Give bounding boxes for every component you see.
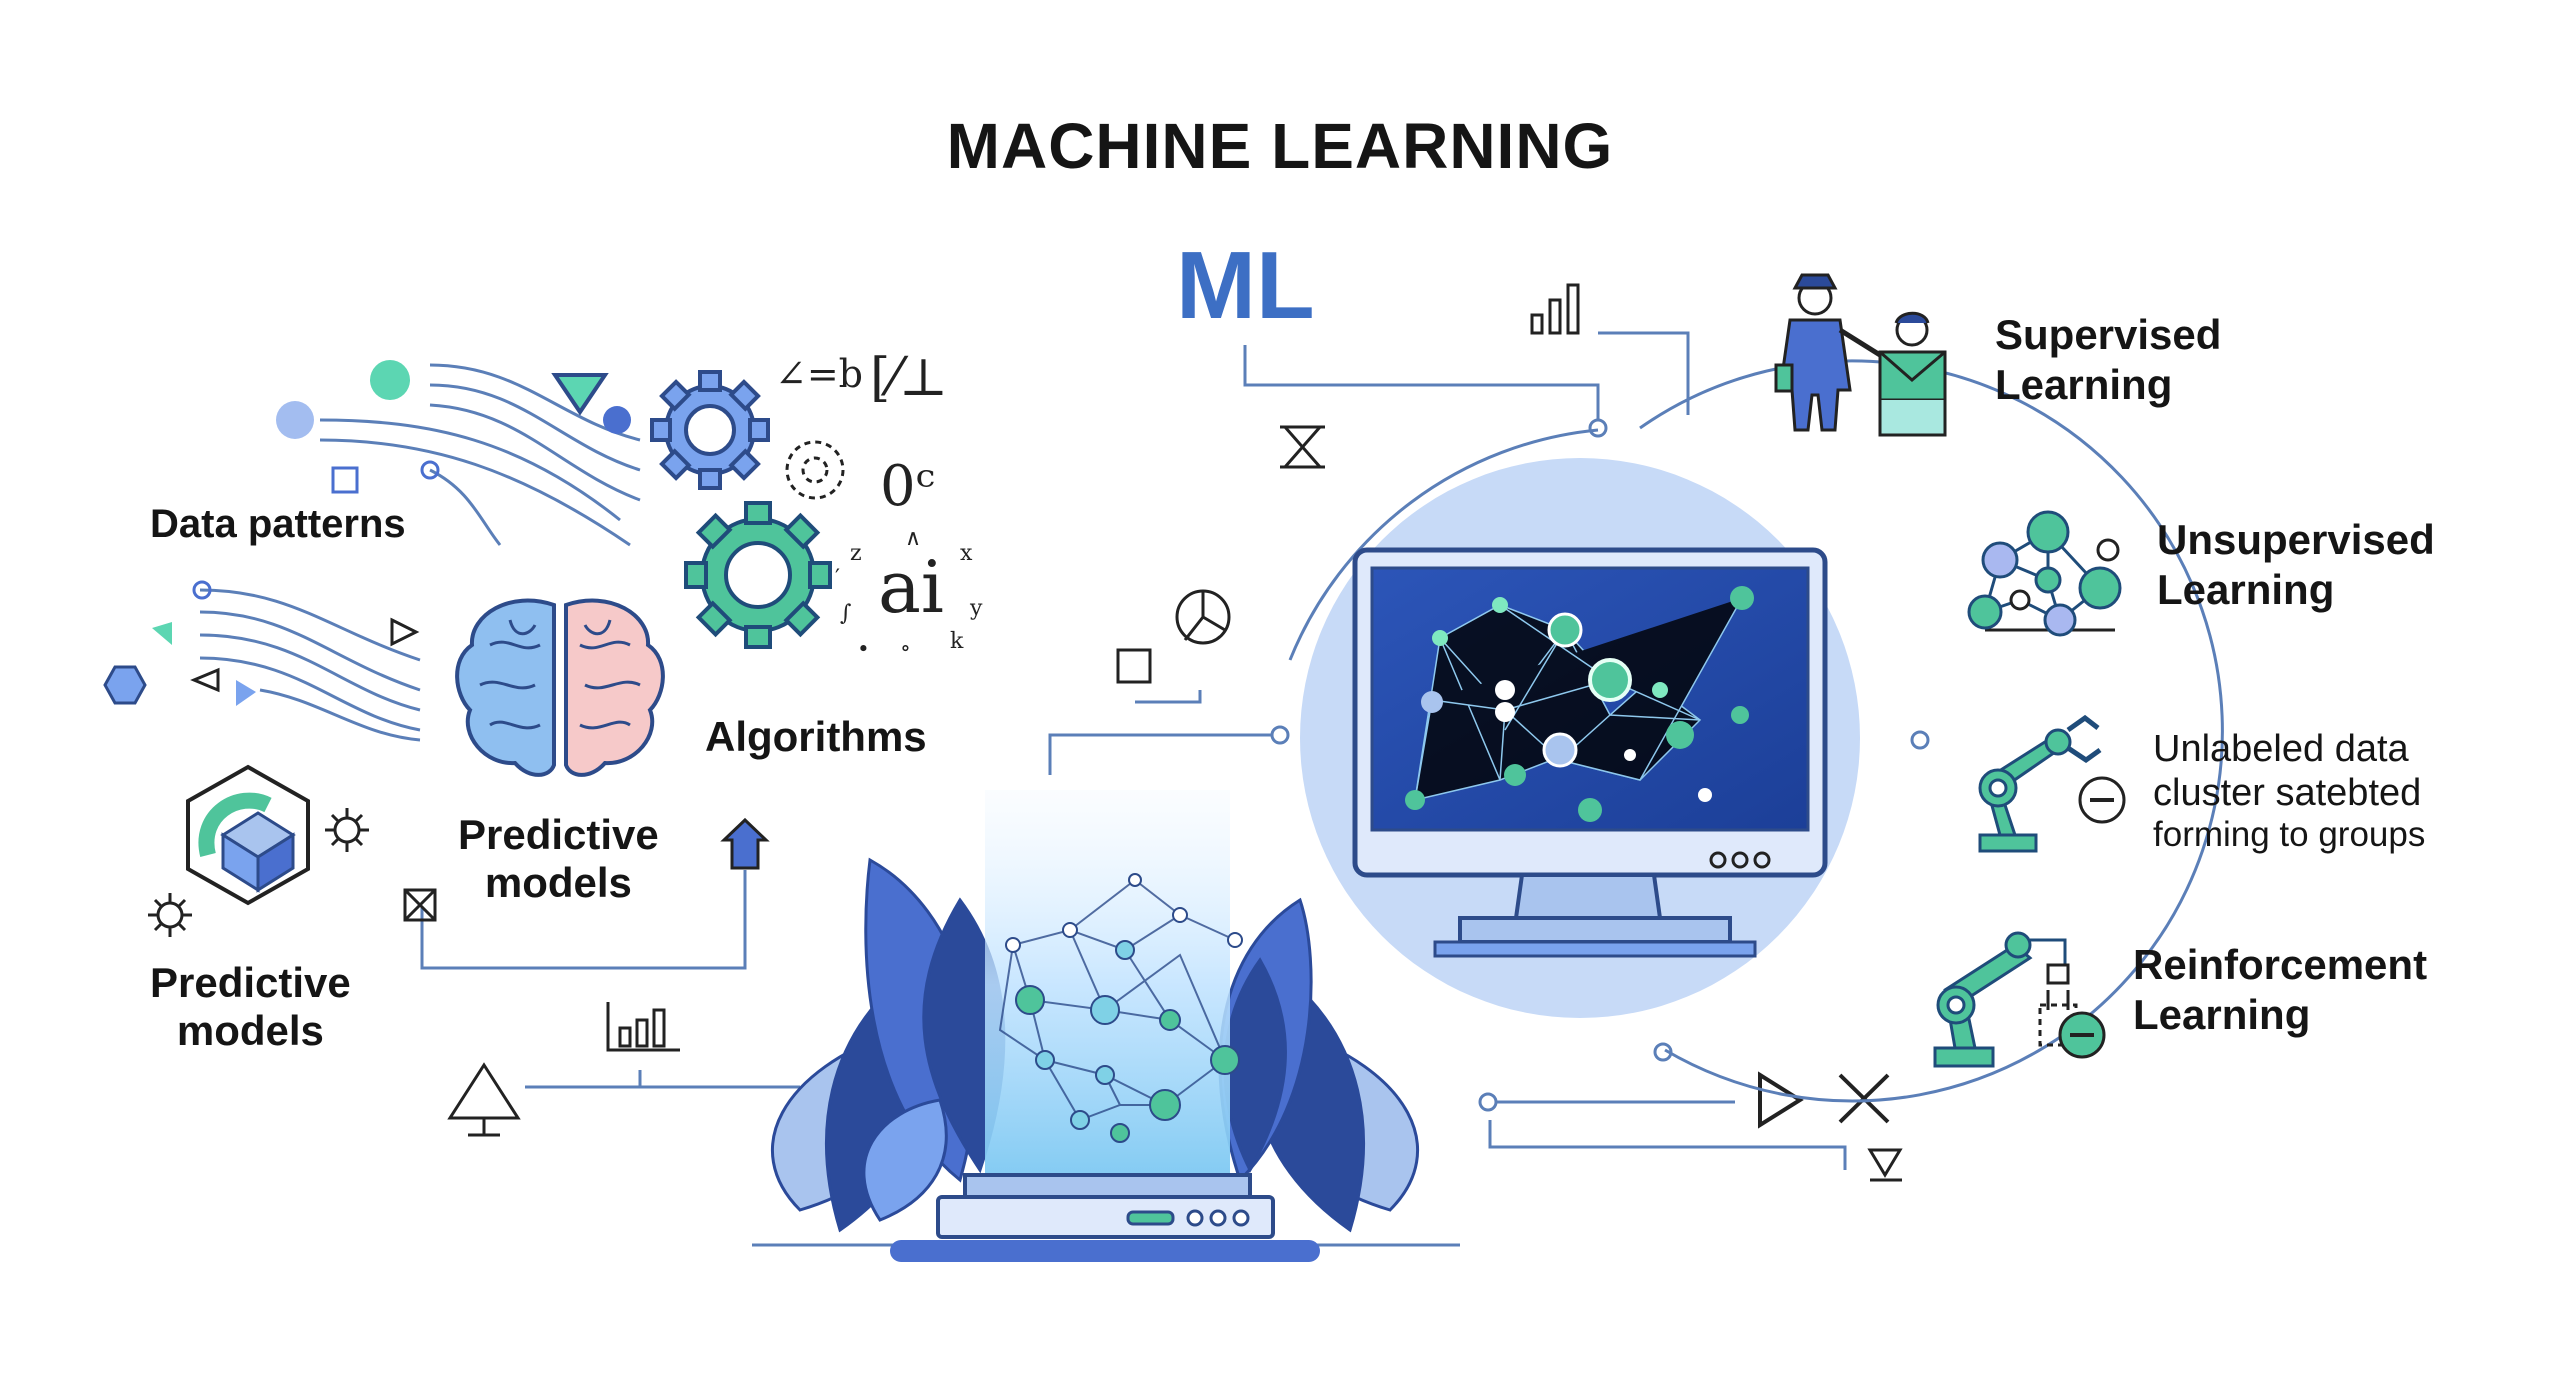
svg-text:x: x [960,541,973,566]
formula-glyph: ∠=b [775,352,863,396]
svg-text:y: y [969,596,983,621]
label-predictive-models-cube: Predictive models [150,958,351,1057]
svg-text:′: ′ [835,566,840,591]
label-data-patterns: Data patterns [150,502,406,546]
gear-teal-icon [684,501,832,649]
svg-text:∫: ∫ [840,601,852,626]
up-arrow-icon [720,817,770,870]
label-reinforcement-learning: Reinforcement Learning [2133,940,2427,1041]
label-line: Learning [1995,361,2173,409]
label-line: forming to groups [2153,815,2426,855]
x-box-icon [403,888,437,922]
pie-icon [1175,589,1231,645]
math-glyphs: ∠=b [⁄⊥ 0ᶜ ai z ∧ x ∫ y ∙ ∘ k ′ [775,348,983,661]
label-line: Unsupervised [2157,516,2435,563]
connector-dots [1270,418,1930,1112]
label-line: Unlabeled data [2153,728,2409,770]
svg-text:z: z [850,541,862,566]
slash-glyph: [⁄⊥ [870,348,948,408]
label-algorithms: Algorithms [705,713,927,760]
lower-left-connectors [420,870,800,1089]
leaves-right [1218,897,1419,1233]
cube-icon [186,764,310,906]
gear-icon [650,370,770,490]
leaves-left [771,857,1006,1233]
label-line: Learning [2133,991,2311,1039]
ml-logo-text: ML [1176,232,1315,339]
gear-outline-icon [785,440,845,500]
beam-network [998,873,1243,1143]
robot-arm-icon [1978,714,2126,853]
sparkle-icon [148,808,369,937]
screen-network [1405,586,1754,822]
label-line: Predictive [458,811,659,858]
label-line: Reinforcement [2133,941,2428,988]
bar-chart-icon-left [606,1002,680,1052]
label-supervised-learning: Supervised Learning [1995,310,2221,411]
label-line: Learning [2157,566,2335,614]
reinforcement-robot-icon [1933,931,2106,1068]
label-line: models [484,859,632,907]
triangle-icon [447,1062,521,1137]
server-base-icon [752,1173,1460,1262]
play-icon [1758,1071,1804,1129]
brain-icon [455,598,665,777]
svg-text:∧: ∧ [905,526,921,551]
ml-connector-lines [1048,331,1847,1170]
hourglass-icon [1280,425,1325,469]
unsupervised-cluster-icon [1967,510,2122,637]
close-icon [1838,1073,1890,1124]
label-predictive-models-brain: Predictive models [458,810,659,909]
ai-glyph: ai [878,545,944,629]
label-line: models [176,1007,324,1055]
filter-icon [1867,1148,1903,1182]
label-line: cluster satebted [2153,772,2422,815]
label-unlabeled-data: Unlabeled data cluster satebted forming … [2153,727,2425,856]
data-pattern-dots [103,360,631,706]
square-icon [1116,648,1152,684]
label-line: Predictive [150,959,351,1006]
label-unsupervised-learning: Unsupervised Learning [2157,515,2435,616]
label-line: Supervised [1995,311,2222,358]
svg-text:∙: ∙ [858,636,869,661]
degree-glyph: 0ᶜ [880,454,935,519]
svg-text:∘: ∘ [900,636,911,661]
supervised-people-icon [1774,273,1947,437]
svg-text:k: k [950,629,964,654]
page-title: MACHINE LEARNING [946,110,1614,182]
data-patterns-waves [199,363,641,742]
bar-chart-icon-top [1530,283,1580,335]
